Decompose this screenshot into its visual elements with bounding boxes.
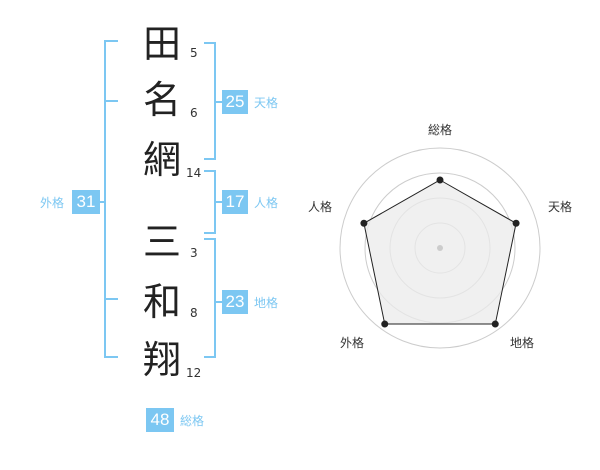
radar-grid-ring (339, 147, 541, 349)
radar-axis-label-jinkaku: 人格 (308, 200, 333, 214)
chikaku-connector (214, 301, 222, 303)
given-name-char-1: 三 (142, 220, 181, 264)
radar-center-dot (437, 245, 443, 251)
stroke-count: 8 (190, 306, 198, 320)
radar-chart (339, 147, 541, 349)
gaikaku-bracket (104, 40, 118, 358)
surname-char-1: 田 (142, 22, 181, 66)
soukaku-value: 48 (146, 408, 174, 432)
jinkaku-connector (214, 201, 222, 203)
stroke-count: 14 (186, 166, 202, 180)
radar-point-2 (512, 219, 520, 227)
given-name-char-2: 和 (142, 280, 181, 324)
radar-point-4 (381, 320, 389, 328)
tenkaku-label: 天格 (254, 96, 279, 110)
chikaku-bracket (204, 238, 216, 358)
chikaku-value: 23 (222, 290, 248, 314)
gaikaku-value: 31 (72, 190, 100, 214)
radar-point-3 (491, 320, 499, 328)
radar-axis-label-chikaku: 地格 (510, 336, 535, 350)
gaikaku-label: 外格 (40, 196, 65, 210)
radar-point-5 (360, 219, 368, 227)
jinkaku-label: 人格 (254, 196, 279, 210)
tenkaku-connector (214, 101, 222, 103)
radar-point-1 (436, 176, 444, 184)
given-name-char-3: 翔 (142, 338, 181, 382)
gaikaku-connector (100, 201, 106, 203)
stroke-count: 6 (190, 106, 198, 120)
radar-axis-label-tenkaku: 天格 (548, 200, 573, 214)
stroke-count: 3 (190, 246, 198, 260)
tenkaku-value: 25 (222, 90, 248, 114)
gaikaku-bracket-tick-2 (104, 298, 118, 300)
gaikaku-bracket-tick-1 (104, 100, 118, 102)
chikaku-label: 地格 (254, 296, 279, 310)
stroke-count: 12 (186, 366, 202, 380)
surname-char-2: 名 (142, 78, 181, 122)
surname-char-3: 網 (142, 138, 181, 182)
soukaku-label: 総格 (180, 414, 205, 428)
radar-axis-label-soukaku: 総格 (428, 123, 453, 137)
radar-axis-label-gaikaku: 外格 (340, 336, 365, 350)
stroke-count: 5 (190, 46, 198, 60)
jinkaku-value: 17 (222, 190, 248, 214)
radar-series-polygon (363, 179, 517, 325)
